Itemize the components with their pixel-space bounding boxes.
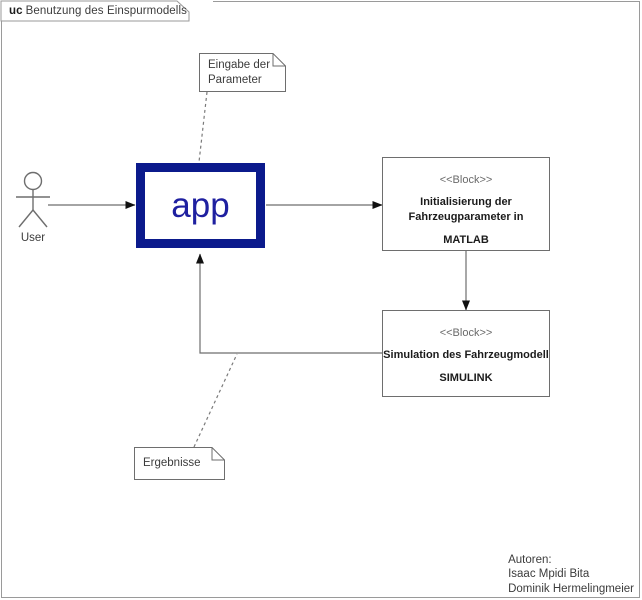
block-matlab-tool: MATLAB: [443, 234, 489, 246]
block-simulink-tool: SIMULINK: [439, 372, 493, 384]
title-tab-shape: [0, 0, 190, 22]
block-simulink-title: Simulation des Fahrzeugmodell: [383, 349, 549, 361]
block-simulink-stereotype: <<Block>>: [439, 327, 493, 339]
note-eingabe-text: Eingabe der Parameter: [208, 58, 271, 86]
note-ergebnisse[interactable]: Ergebnisse: [134, 447, 225, 480]
page-title: Benutzung des Einspurmodells: [25, 5, 187, 17]
author-name-1: Isaac Mpidi Bita: [508, 568, 590, 580]
diagram-kind-label: uc: [9, 5, 23, 17]
note-shape-icon: [199, 53, 286, 92]
authors-block: Autoren: Isaac Mpidi Bita Dominik Hermel…: [508, 553, 634, 597]
note-eingabe-der-parameter[interactable]: Eingabe der Parameter: [199, 53, 286, 92]
block-matlab[interactable]: <<Block>> Initialisierung der Fahrzeugpa…: [382, 157, 550, 251]
app-node-label: app: [171, 186, 230, 225]
authors-heading: Autoren:: [508, 553, 552, 566]
note-shape-icon: [134, 447, 225, 480]
author-name-2: Dominik Hermelingmeier: [508, 582, 634, 595]
actor-user[interactable]: User: [8, 170, 58, 250]
block-matlab-stereotype: <<Block>>: [439, 174, 493, 186]
actor-stick-figure-icon: [16, 171, 50, 228]
block-simulink[interactable]: <<Block>> Simulation des Fahrzeugmodell …: [382, 310, 550, 397]
app-node[interactable]: app: [136, 163, 265, 248]
actor-label: User: [20, 232, 46, 244]
note-ergebnisse-text: Ergebnisse: [143, 457, 201, 469]
block-matlab-title: Initialisierung der Fahrzeugparameter in: [408, 196, 524, 223]
